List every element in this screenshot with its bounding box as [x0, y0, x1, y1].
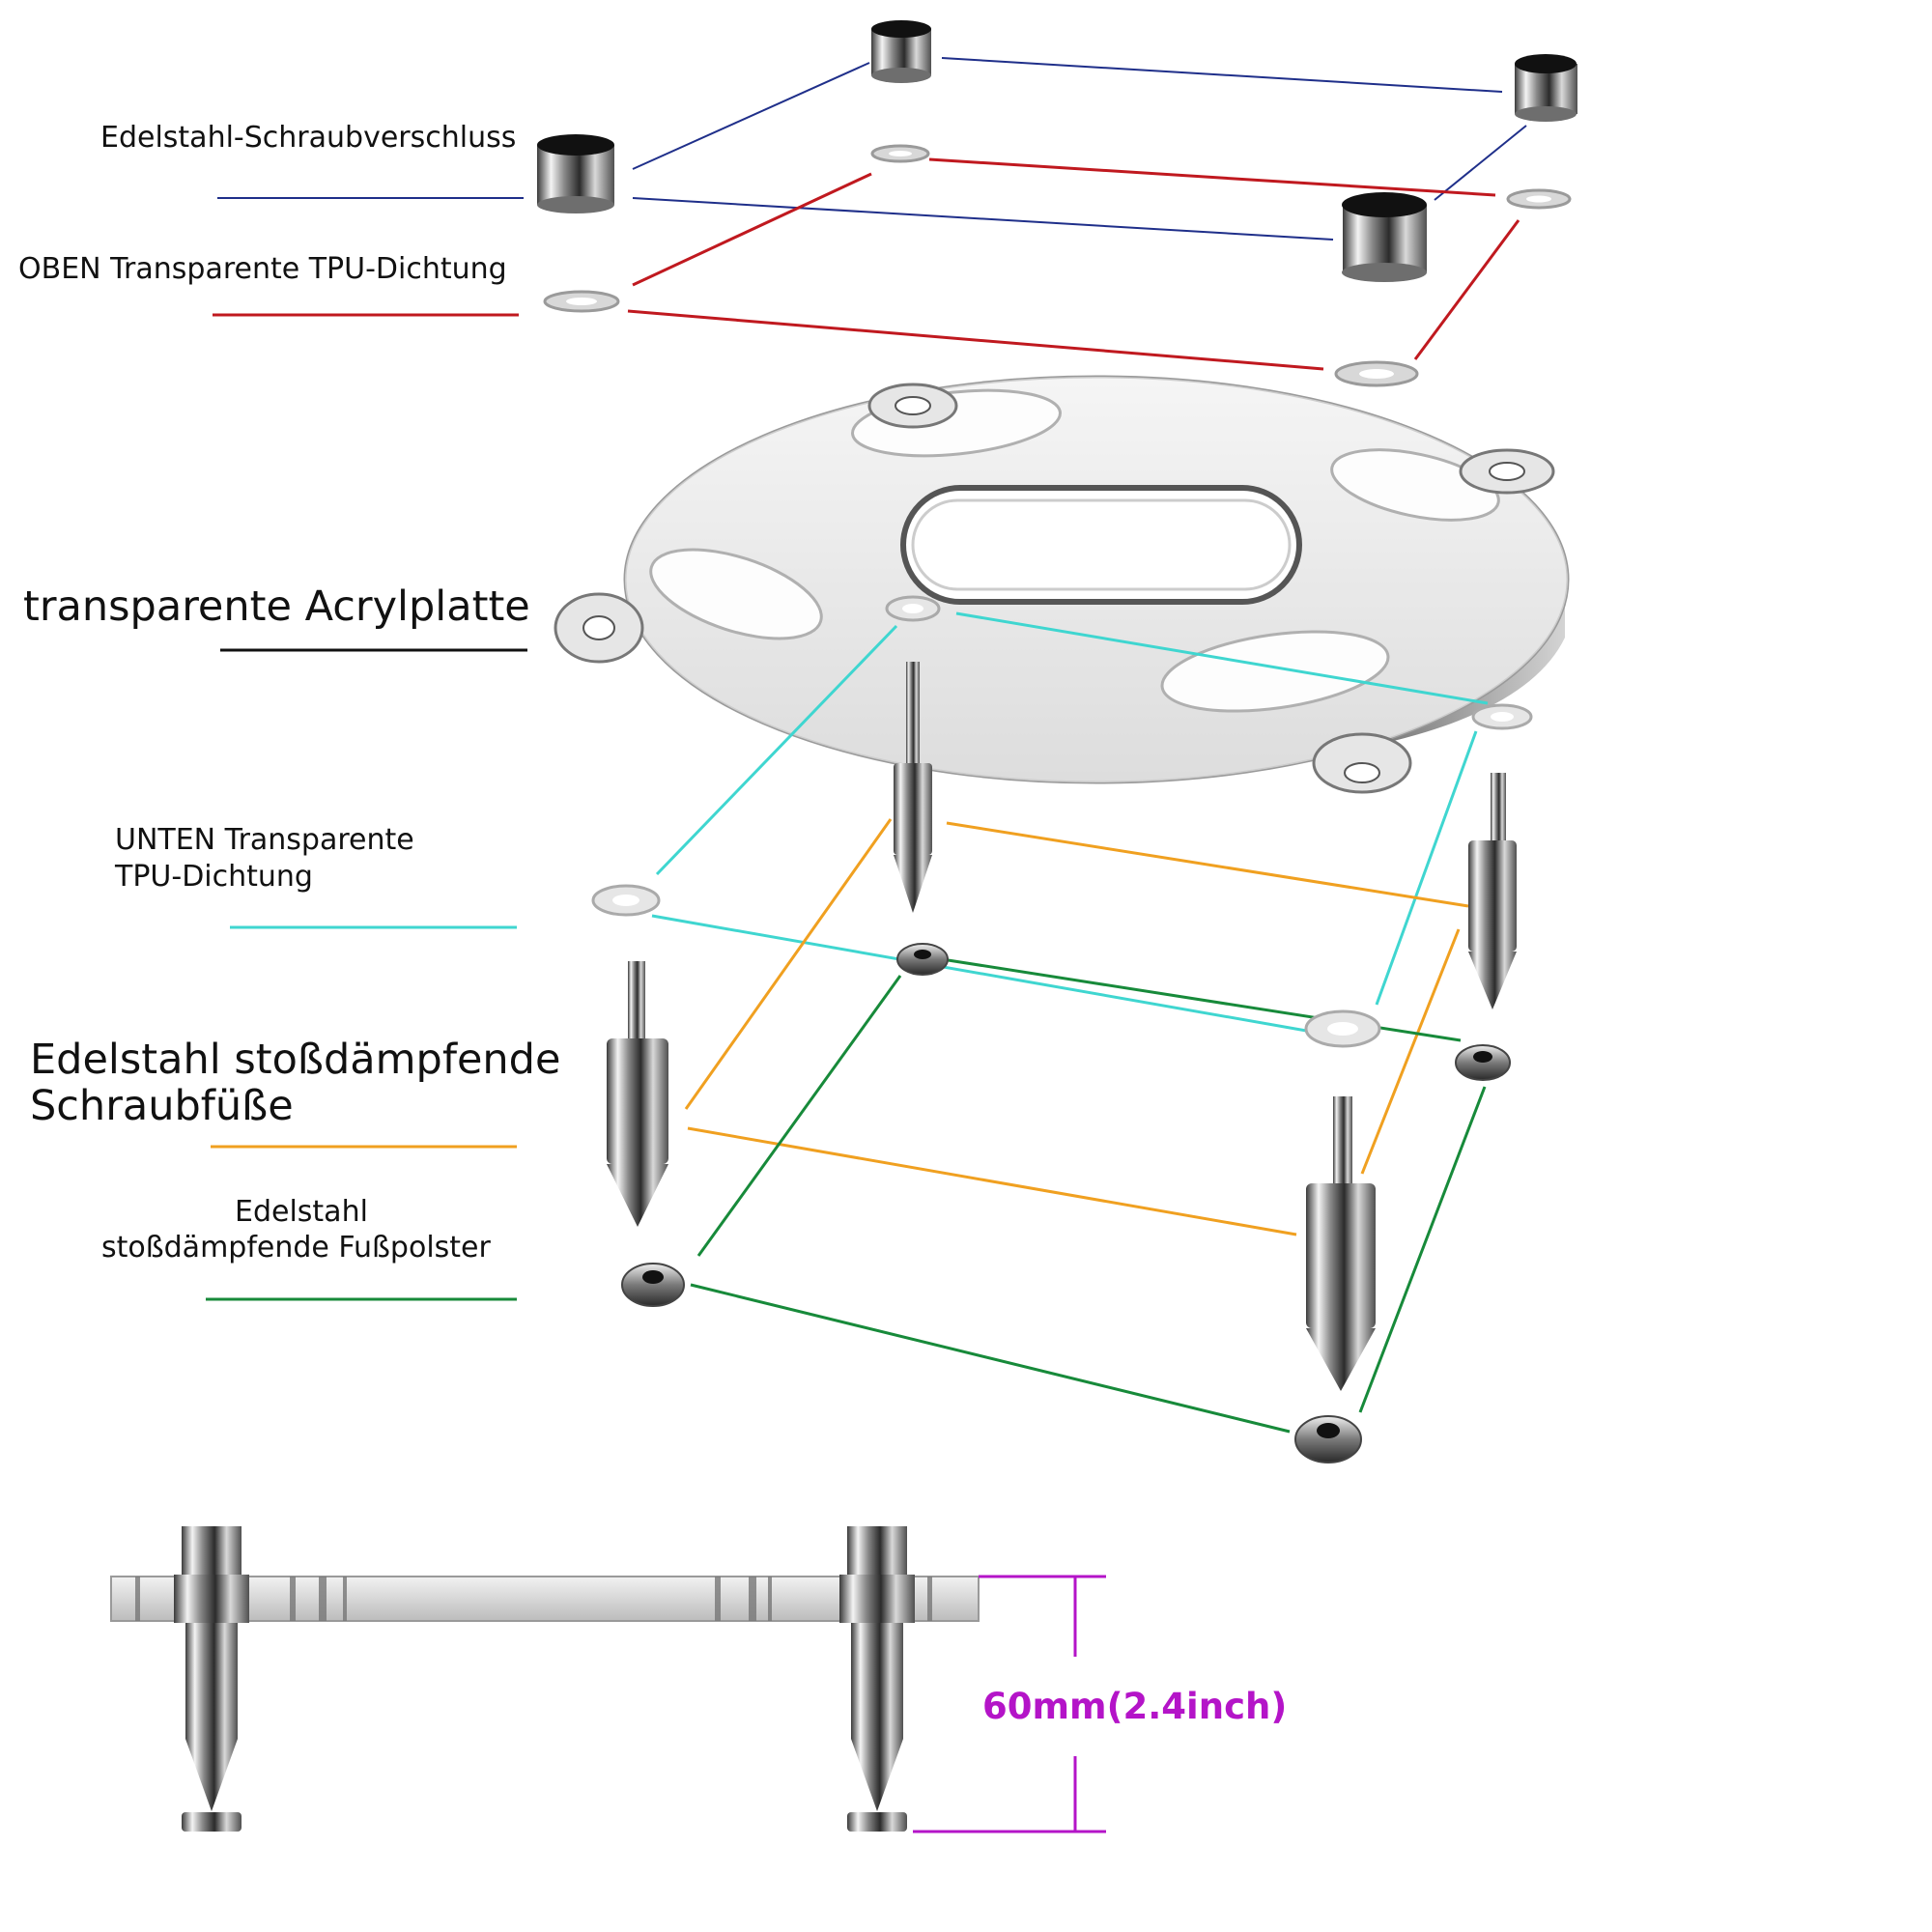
spike-label-line2: Schraubfüße: [30, 1082, 294, 1130]
cap-4: [1342, 192, 1427, 282]
height-dimension-label: 60mm(2.4inch): [982, 1686, 1288, 1727]
spike-label-line1: Edelstahl stoßdämpfende: [30, 1036, 561, 1084]
bottom-tpu-seals: [591, 595, 1533, 1048]
spike-2: [1468, 773, 1517, 1009]
cap-connector-lines: [632, 57, 1527, 241]
pad-3: [621, 1263, 685, 1307]
spike-connector-lines: [684, 818, 1469, 1236]
leader-lines: [206, 197, 527, 1301]
spike-4: [1306, 1096, 1376, 1391]
side-view-foot-right: [839, 1526, 915, 1832]
stainless-caps: [537, 20, 1577, 282]
height-dimension: [913, 1575, 1106, 1833]
cap-1: [871, 20, 931, 83]
top-tpu-seals: [543, 144, 1572, 387]
bottom-seal-label-line1: UNTEN Transparente: [115, 823, 414, 857]
stainless-spikes: [607, 662, 1517, 1391]
side-view-foot-left: [174, 1526, 249, 1832]
spike-3: [607, 961, 668, 1227]
cap-3: [537, 134, 614, 213]
stainless-foot-pads: [621, 943, 1511, 1463]
side-view-assembly: [110, 1526, 980, 1832]
bottom-seal-connector-lines: [651, 611, 1489, 1034]
acrylic-plate: [554, 375, 1570, 794]
pad-label-line2: stoßdämpfende Fußpolster: [101, 1231, 491, 1264]
spike-1: [894, 662, 932, 913]
bottom-seal-label-line2: TPU-Dichtung: [115, 860, 313, 894]
plate-label: transparente Acrylplatte: [23, 582, 530, 631]
top-seal-connector-lines: [627, 157, 1520, 371]
pad-4: [1294, 1415, 1362, 1463]
pad-label-line1: Edelstahl: [235, 1195, 368, 1229]
pad-1: [896, 943, 949, 976]
cap-label: Edelstahl-Schraubverschluss: [100, 121, 517, 155]
cap-2: [1515, 54, 1577, 122]
pad-2: [1455, 1044, 1511, 1081]
top-seal-label: OBEN Transparente TPU-Dichtung: [18, 252, 507, 286]
side-view-plate: [110, 1576, 980, 1622]
